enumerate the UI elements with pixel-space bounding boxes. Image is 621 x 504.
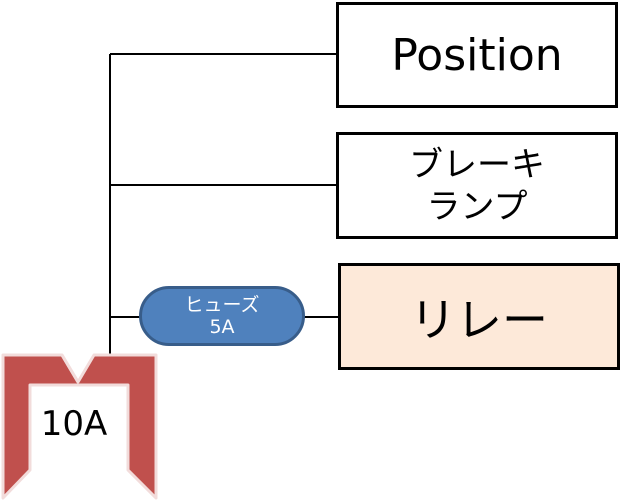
small-fuse-rating: 5A — [209, 316, 235, 338]
main-fuse-rating: 10A — [40, 404, 108, 444]
position-box: Position — [336, 2, 618, 108]
small-fuse-label: ヒューズ — [184, 294, 260, 316]
relay-box: リレー — [338, 263, 620, 370]
brake-lamp-box: ブレーキ ランプ — [336, 132, 618, 239]
main-fuse-notch — [60, 354, 80, 383]
relay-label: リレー — [410, 292, 548, 347]
brake-lamp-label-line1: ブレーキ — [409, 144, 545, 185]
position-label: Position — [391, 29, 563, 81]
small-fuse: ヒューズ 5A — [139, 286, 305, 346]
brake-lamp-label-line2: ランプ — [426, 186, 528, 227]
